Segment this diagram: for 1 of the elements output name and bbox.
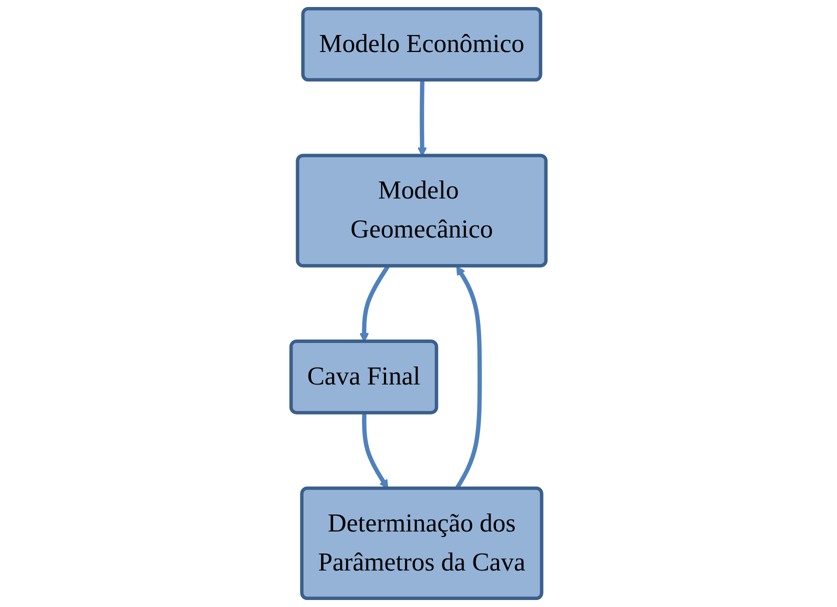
- arrow: [417, 80, 427, 156]
